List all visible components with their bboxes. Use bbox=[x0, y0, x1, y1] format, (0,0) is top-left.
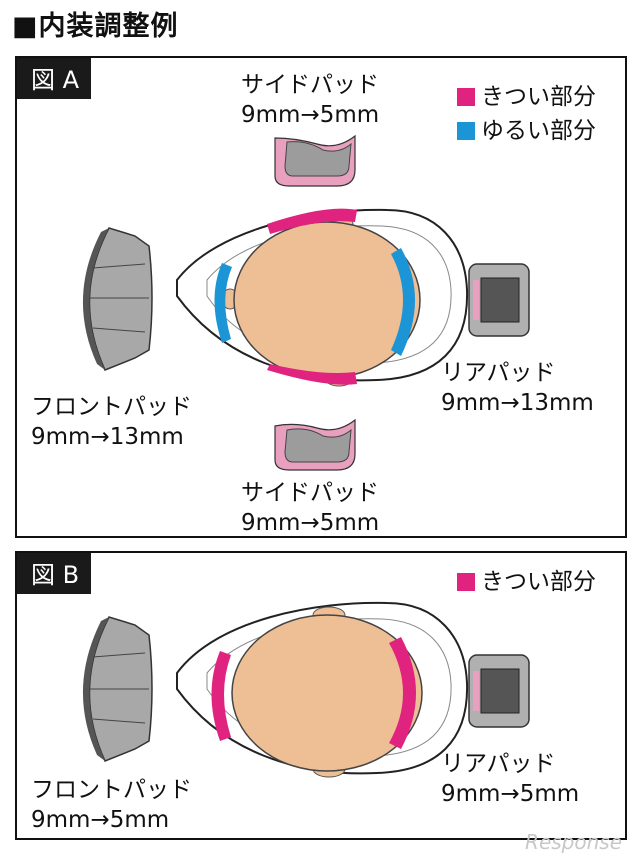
side-pad-top-core bbox=[284, 141, 352, 177]
tight-zone-rear-b bbox=[389, 637, 416, 749]
figure-b-illustration bbox=[82, 601, 530, 778]
figure-a-illustration bbox=[82, 134, 530, 471]
side-pad-bottom-core bbox=[284, 428, 352, 463]
side-pad-bottom-name: サイドパッド bbox=[241, 480, 379, 506]
legend-tight-b-swatch bbox=[457, 573, 475, 591]
front-pad-name: フロントパッド bbox=[31, 394, 192, 420]
rear-pad-b-label: リアパッド 9mm→5mm bbox=[441, 749, 579, 809]
tight-zone-front-b bbox=[211, 651, 231, 741]
rear-pad-core bbox=[480, 277, 520, 323]
loose-zone-rear bbox=[391, 248, 415, 356]
figure-a-tag: 図 A bbox=[17, 58, 92, 99]
side-pad-bottom-value: 9mm→5mm bbox=[241, 510, 380, 536]
front-pad bbox=[88, 227, 153, 371]
rear-pad-name: リアパッド bbox=[441, 360, 556, 386]
tight-zone-bottom bbox=[267, 364, 357, 385]
front-pad-b-label: フロントパッド 9mm→5mm bbox=[31, 775, 192, 835]
side-pad-top-value: 9mm→5mm bbox=[241, 102, 380, 128]
rear-pad-b-core bbox=[480, 668, 520, 714]
rear-pad-edge bbox=[473, 280, 479, 320]
legend-tight-label: きつい部分 bbox=[481, 84, 596, 110]
rear-pad-label: リアパッド 9mm→13mm bbox=[441, 358, 594, 418]
legend-tight-swatch bbox=[457, 88, 475, 106]
front-pad-value: 9mm→13mm bbox=[31, 424, 184, 450]
head bbox=[233, 221, 421, 379]
legend-tight-b-label: きつい部分 bbox=[481, 569, 596, 595]
front-pad-b-value: 9mm→5mm bbox=[31, 807, 170, 833]
side-pad-top-label: サイドパッド 9mm→5mm bbox=[241, 70, 379, 130]
legend-tight-b: きつい部分 bbox=[457, 567, 596, 597]
legend-loose-swatch bbox=[457, 122, 475, 140]
side-pad-top-name: サイドパッド bbox=[241, 72, 379, 98]
legend-tight: きつい部分 bbox=[457, 82, 596, 112]
rear-pad-b-edge bbox=[473, 671, 479, 711]
watermark: Response bbox=[525, 830, 622, 854]
head-b bbox=[231, 614, 423, 772]
front-pad-label: フロントパッド 9mm→13mm bbox=[31, 392, 192, 452]
loose-zone-front bbox=[214, 263, 232, 343]
page-title: ■内装調整例 bbox=[12, 11, 179, 42]
legend-loose-label: ゆるい部分 bbox=[481, 118, 596, 144]
front-pad-dark-edge bbox=[82, 228, 109, 370]
side-pad-bottom-label: サイドパッド 9mm→5mm bbox=[241, 478, 379, 538]
tight-zone-top bbox=[267, 208, 357, 234]
figure-b-tag: 図 B bbox=[17, 553, 92, 594]
rear-pad-b-name: リアパッド bbox=[441, 751, 556, 777]
figure-b-panel: 図 B きつい部分 リアパッド 9mm→5mm フロントパッド 9mm→5mm bbox=[15, 551, 627, 840]
figure-a-panel: 図 A きつい部分 ゆるい部分 サイドパッド 9mm→5mm サイドパッド 9m… bbox=[15, 56, 627, 538]
front-pad-b-dark-edge bbox=[82, 617, 109, 761]
legend-loose: ゆるい部分 bbox=[457, 116, 596, 146]
front-pad-b-name: フロントパッド bbox=[31, 777, 192, 803]
rear-pad-value: 9mm→13mm bbox=[441, 390, 594, 416]
rear-pad-b-value: 9mm→5mm bbox=[441, 781, 580, 807]
